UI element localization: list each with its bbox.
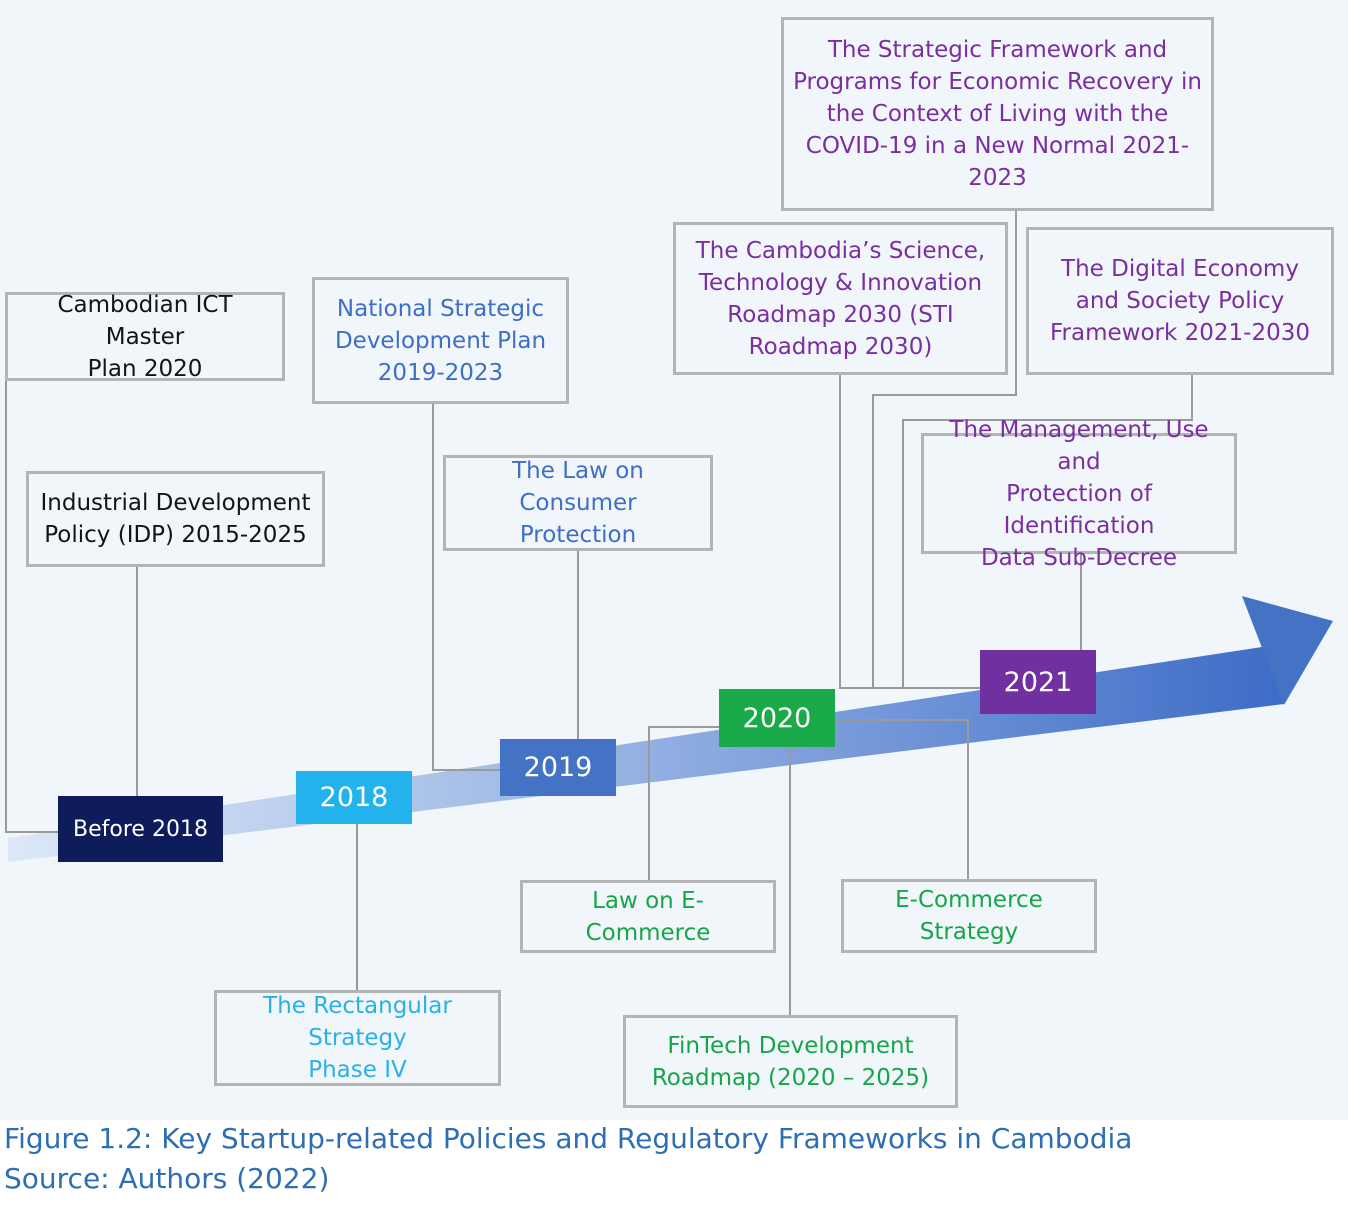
year-2018: 2018 bbox=[296, 771, 412, 824]
timeline-figure: Before 2018 2018 2019 2020 2021 Cambodia… bbox=[0, 0, 1348, 1120]
policy-consumer-protection-law: The Law on Consumer Protection bbox=[443, 455, 713, 551]
policy-idp: Industrial Development Policy (IDP) 2015… bbox=[26, 471, 325, 567]
year-2019: 2019 bbox=[500, 739, 616, 796]
policy-nsdp: National Strategic Development Plan 2019… bbox=[312, 277, 569, 404]
policy-identification-data-subdecree: The Management, Use and Protection of Id… bbox=[921, 417, 1237, 571]
policy-rectangular-strategy: The Rectangular Strategy Phase IV bbox=[214, 990, 501, 1086]
connector-lines bbox=[5, 210, 1193, 1016]
policy-sti-roadmap: The Cambodia’s Science, Technology & Inn… bbox=[673, 222, 1008, 375]
policy-ecommerce-strategy: E-Commerce Strategy bbox=[841, 879, 1097, 953]
figure-source: Source: Authors (2022) bbox=[4, 1162, 330, 1195]
figure-caption: Figure 1.2: Key Startup-related Policies… bbox=[4, 1122, 1133, 1155]
policy-covid-recovery-framework: The Strategic Framework and Programs for… bbox=[781, 17, 1214, 211]
policy-fintech-roadmap: FinTech Development Roadmap (2020 – 2025… bbox=[623, 1015, 958, 1108]
policy-ecommerce-law: Law on E-Commerce bbox=[520, 880, 776, 953]
year-2020: 2020 bbox=[719, 689, 835, 747]
policy-ict-master-plan: Cambodian ICT Master Plan 2020 bbox=[5, 292, 285, 382]
year-2021: 2021 bbox=[980, 650, 1096, 714]
year-before-2018: Before 2018 bbox=[58, 796, 223, 862]
timeline-arrowhead bbox=[1242, 596, 1333, 705]
policy-digital-economy-framework: The Digital Economy and Society Policy F… bbox=[1026, 227, 1334, 375]
